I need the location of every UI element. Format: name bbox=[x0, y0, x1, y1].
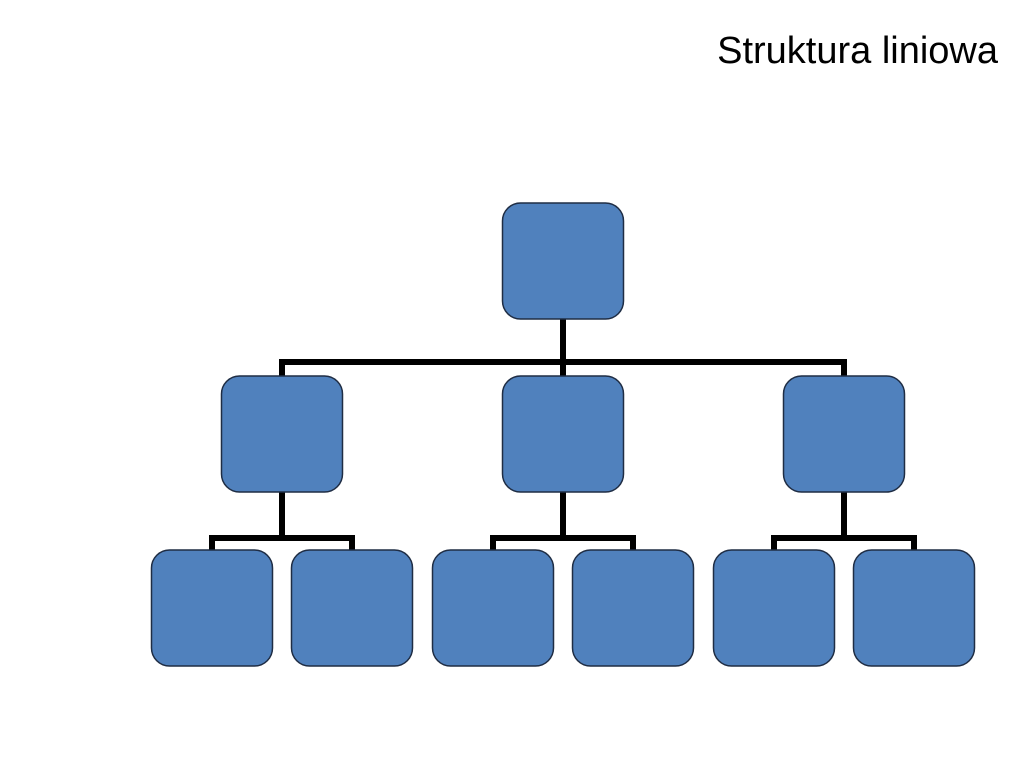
level2-box-3-2 bbox=[852, 549, 976, 667]
level2-box-2-2 bbox=[571, 549, 695, 667]
level2-box-1-2 bbox=[290, 549, 414, 667]
level2-box-3-1 bbox=[712, 549, 836, 667]
level1-box-2 bbox=[501, 375, 625, 493]
org-boxes bbox=[150, 202, 976, 667]
level2-box-2-1 bbox=[431, 549, 555, 667]
connector-lines bbox=[209, 316, 917, 553]
level2-box-1-1 bbox=[150, 549, 274, 667]
slide-title: Struktura liniowa bbox=[717, 30, 998, 72]
level1-box-3 bbox=[782, 375, 906, 493]
level1-box-1 bbox=[220, 375, 344, 493]
root-box bbox=[501, 202, 625, 320]
